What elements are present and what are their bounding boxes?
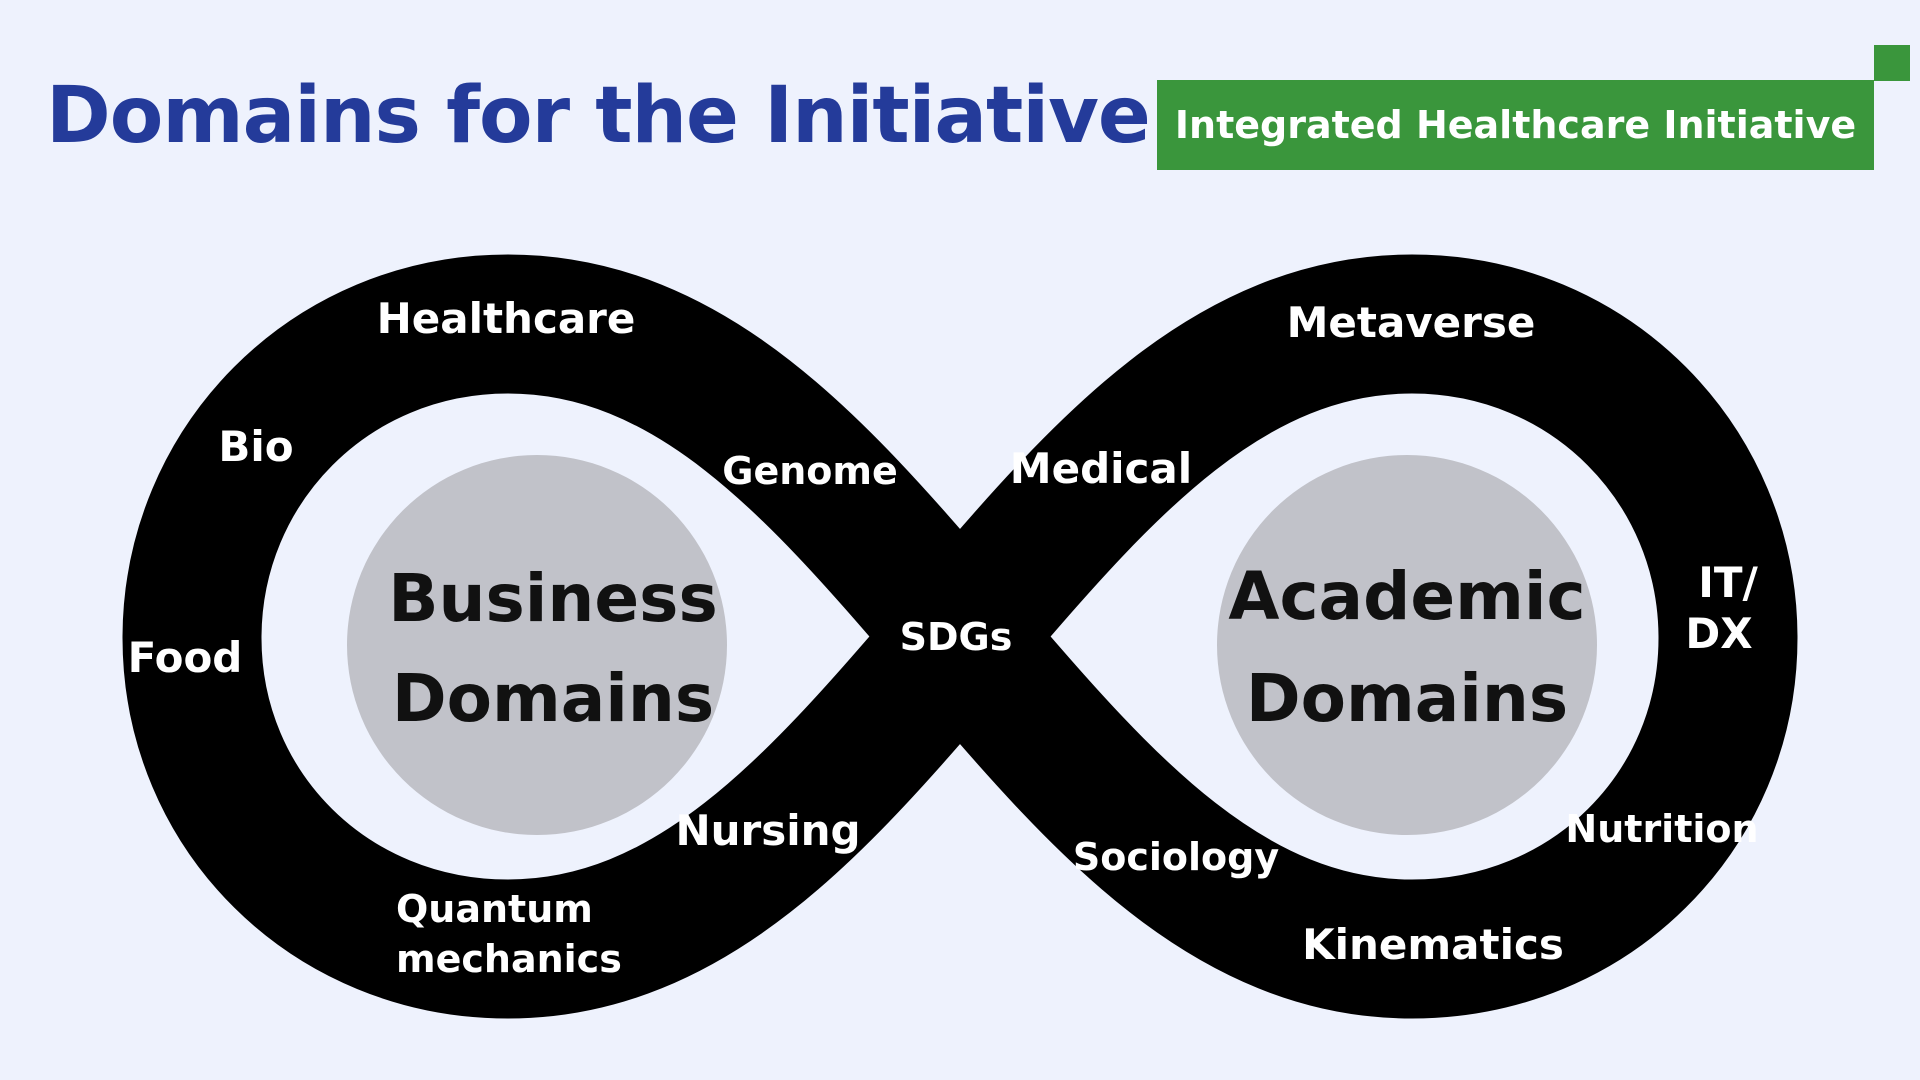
page-title: Domains for the Initiative (46, 71, 1151, 161)
label-genome: Genome (722, 449, 898, 493)
label-quantum-line2: mechanics (396, 937, 622, 981)
business-hub-line1: Business (388, 560, 718, 637)
infinity-loop (122, 254, 1798, 1019)
label-kinematics: Kinematics (1302, 920, 1564, 969)
label-sociology: Sociology (1073, 835, 1279, 879)
label-itdx-line2: DX (1685, 609, 1752, 658)
business-domains-hub (347, 455, 727, 835)
label-healthcare: Healthcare (377, 294, 636, 343)
banner-accent-square (1874, 45, 1910, 81)
academic-hub-line1: Academic (1228, 558, 1585, 635)
label-nutrition: Nutrition (1565, 807, 1758, 851)
academic-hub-line2: Domains (1246, 660, 1568, 737)
label-quantum-line1: Quantum (396, 887, 593, 931)
label-medical: Medical (1010, 444, 1192, 493)
label-nursing: Nursing (675, 806, 860, 855)
business-hub-line2: Domains (392, 660, 714, 737)
label-food: Food (128, 633, 243, 682)
label-sdgs: SDGs (900, 615, 1013, 659)
academic-domains-hub (1217, 455, 1597, 835)
label-itdx-line1: IT/ (1698, 558, 1758, 607)
label-bio: Bio (218, 422, 293, 471)
initiative-banner: Integrated Healthcare Initiative (1157, 80, 1874, 170)
label-metaverse: Metaverse (1287, 298, 1536, 347)
